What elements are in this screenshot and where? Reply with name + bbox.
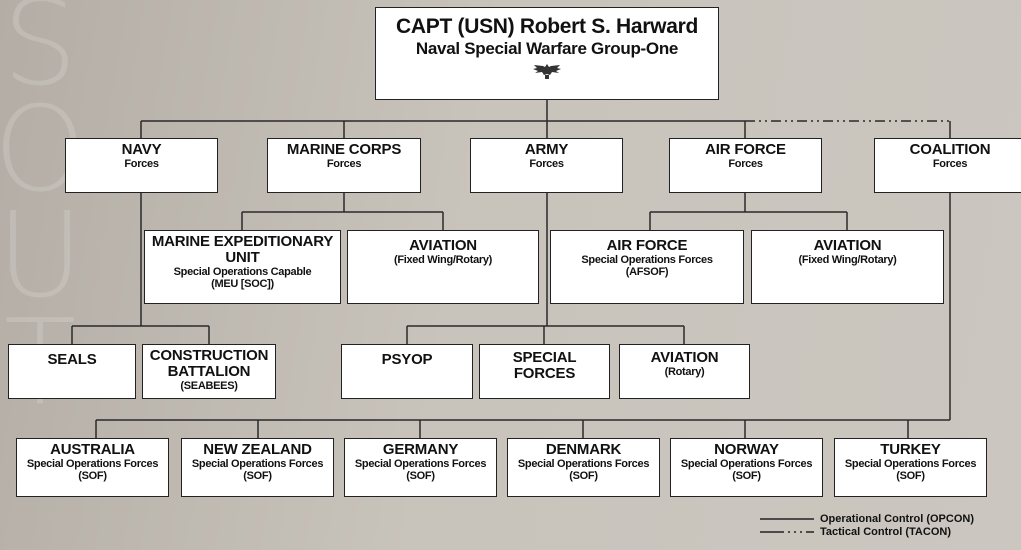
- coalition-norway-box: NORWAY Special Operations Forces (SOF): [670, 438, 823, 497]
- sf-title-2: FORCES: [513, 365, 576, 382]
- country-sub: Special Operations Forces: [680, 458, 813, 470]
- meu-sub-1: Special Operations Capable: [173, 266, 312, 278]
- coalition-forces-box: COALITION Forces: [874, 138, 1021, 193]
- airforce-aviation-title: AVIATION: [813, 237, 882, 254]
- marine-corps-forces-box: MARINE CORPS Forces: [267, 138, 421, 193]
- legend-tacon: Tactical Control (TACON): [760, 525, 1015, 538]
- airforce-title: AIR FORCE: [705, 141, 786, 158]
- afsof-box: AIR FORCE Special Operations Forces (AFS…: [550, 230, 744, 304]
- air-force-forces-box: AIR FORCE Forces: [669, 138, 822, 193]
- legend-tacon-label: Tactical Control (TACON): [820, 525, 951, 538]
- legend-opcon-label: Operational Control (OPCON): [820, 512, 974, 525]
- army-sub: Forces: [529, 158, 564, 170]
- coalition-germany-box: GERMANY Special Operations Forces (SOF): [344, 438, 497, 497]
- coalition-denmark-box: DENMARK Special Operations Forces (SOF): [507, 438, 660, 497]
- eagle-insignia-icon: [533, 64, 561, 79]
- country-sub: Special Operations Forces: [26, 458, 159, 470]
- army-title: ARMY: [524, 141, 569, 158]
- marine-aviation-sub: (Fixed Wing/Rotary): [393, 254, 493, 266]
- country-sub: Special Operations Forces: [354, 458, 487, 470]
- commander-unit: Naval Special Warfare Group-One: [415, 39, 679, 58]
- meu-soc-box: MARINE EXPEDITIONARY UNIT Special Operat…: [144, 230, 341, 304]
- afsof-sub-1: Special Operations Forces: [581, 254, 713, 266]
- seabees-title-1: CONSTRUCTION: [149, 347, 269, 364]
- country-name: AUSTRALIA: [50, 441, 135, 458]
- special-forces-box: SPECIAL FORCES: [479, 344, 610, 399]
- commander-box: CAPT (USN) Robert S. Harward Naval Speci…: [375, 7, 719, 100]
- army-aviation-title: AVIATION: [650, 349, 719, 366]
- navy-title: NAVY: [121, 141, 162, 158]
- country-name: TURKEY: [880, 441, 941, 458]
- legend-opcon: Operational Control (OPCON): [760, 512, 1015, 525]
- commander-name: CAPT (USN) Robert S. Harward: [396, 15, 698, 38]
- meu-sub-2: (MEU [SOC]): [211, 278, 274, 290]
- sf-title-1: SPECIAL: [512, 349, 577, 366]
- seabees-sub: (SEABEES): [180, 380, 238, 392]
- country-name: GERMANY: [382, 441, 459, 458]
- meu-title-2: UNIT: [225, 249, 260, 266]
- country-name: NORWAY: [714, 441, 779, 458]
- coalition-turkey-box: TURKEY Special Operations Forces (SOF): [834, 438, 987, 497]
- marine-sub: Forces: [326, 158, 362, 170]
- seabees-title-2: BATTALION: [167, 363, 251, 380]
- meu-title-1: MARINE EXPEDITIONARY: [151, 233, 334, 250]
- country-abbr: (SOF): [243, 470, 272, 482]
- afsof-title: AIR FORCE: [606, 237, 688, 254]
- army-aviation-box: AVIATION (Rotary): [619, 344, 750, 399]
- coalition-title: COALITION: [909, 141, 991, 158]
- country-sub: Special Operations Forces: [191, 458, 324, 470]
- country-sub: Special Operations Forces: [517, 458, 650, 470]
- country-name: DENMARK: [545, 441, 622, 458]
- marine-aviation-title: AVIATION: [409, 237, 477, 254]
- army-aviation-sub: (Rotary): [664, 366, 705, 378]
- country-abbr: (SOF): [569, 470, 598, 482]
- seals-title: SEALS: [47, 351, 97, 368]
- country-abbr: (SOF): [896, 470, 925, 482]
- solid-line-swatch: [760, 517, 814, 520]
- coalition-sub: Forces: [932, 158, 968, 170]
- coalition-australia-box: AUSTRALIA Special Operations Forces (SOF…: [16, 438, 169, 497]
- navy-sub: Forces: [124, 158, 159, 170]
- psyop-title: PSYOP: [381, 351, 433, 368]
- coalition-new-zealand-box: NEW ZEALAND Special Operations Forces (S…: [181, 438, 334, 497]
- afsof-sub-2: (AFSOF): [625, 266, 669, 278]
- army-forces-box: ARMY Forces: [470, 138, 623, 193]
- airforce-sub: Forces: [728, 158, 763, 170]
- dashed-line-swatch: [760, 530, 814, 533]
- seabees-box: CONSTRUCTION BATTALION (SEABEES): [142, 344, 276, 399]
- country-sub: Special Operations Forces: [844, 458, 977, 470]
- country-abbr: (SOF): [78, 470, 107, 482]
- psyop-box: PSYOP: [341, 344, 473, 399]
- country-name: NEW ZEALAND: [203, 441, 312, 458]
- country-abbr: (SOF): [732, 470, 761, 482]
- airforce-aviation-box: AVIATION (Fixed Wing/Rotary): [751, 230, 944, 304]
- seals-box: SEALS: [8, 344, 136, 399]
- marine-aviation-box: AVIATION (Fixed Wing/Rotary): [347, 230, 539, 304]
- legend: Operational Control (OPCON) Tactical Con…: [760, 512, 1015, 538]
- marine-title: MARINE CORPS: [286, 141, 402, 158]
- airforce-aviation-sub: (Fixed Wing/Rotary): [798, 254, 897, 266]
- navy-forces-box: NAVY Forces: [65, 138, 218, 193]
- country-abbr: (SOF): [406, 470, 435, 482]
